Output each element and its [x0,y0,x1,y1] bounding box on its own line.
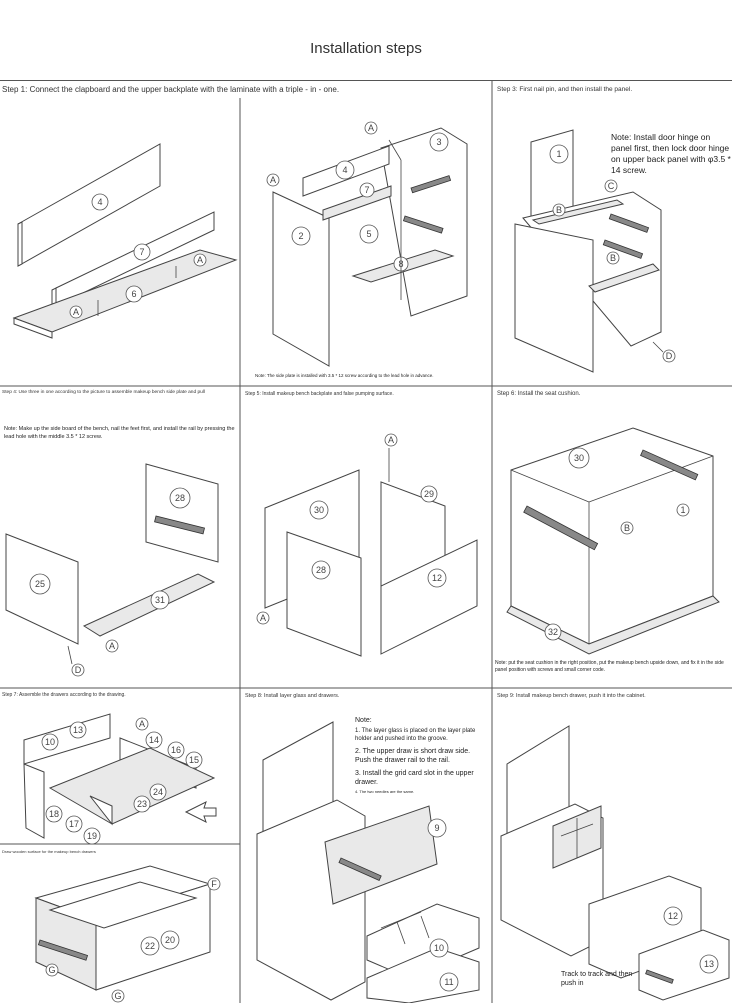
part-label: A [197,255,203,265]
part-label: 31 [155,595,165,605]
part-label: C [608,181,615,191]
part-label: 22 [145,941,155,951]
step3-illustration: 1 B C B D [514,129,676,373]
instruction-grid: Step 1: Connect the clapboard and the up… [0,80,732,1003]
note-line: 1. The layer glass is placed on the laye… [355,728,476,742]
part-label: A [139,719,145,729]
part-label: B [556,205,562,215]
step2-illustration: 2 3 4 7 5 8 A A [266,121,468,367]
part-label: A [109,641,115,651]
part-label: 7 [364,185,369,195]
step7-panel: 13 A 14 16 15 10 18 17 24 23 19 [0,708,240,844]
part-label: 15 [189,755,199,765]
part-label: 16 [171,745,181,755]
step7b-illustration: 22 20 F G G [34,865,221,1003]
step8-illustration: 9 10 11 [256,721,480,1003]
part-label: 11 [444,977,453,987]
part-label: 13 [73,725,83,735]
part-label: 1 [556,149,561,159]
part-label: F [211,879,217,889]
step8-notes: Note: 1. The layer glass is placed on th… [355,716,487,794]
step7-illustration: 13 A 14 16 15 10 18 17 24 23 19 [23,713,217,844]
note-line: 3. Install the grid card slot in the upp… [355,770,474,786]
step6-panel: 30 1 B 32 [493,410,732,656]
part-label: 6 [131,289,136,299]
step1-illustration: 4 7 6 A A [12,143,238,339]
part-label: A [260,613,266,623]
part-label: 29 [424,489,434,499]
note-line: Note: [355,717,372,724]
step2-panel: 2 3 4 7 5 8 A A Note: The side plate is … [241,100,491,386]
step8-panel: 9 10 11 [241,708,491,1003]
part-label: A [368,123,374,133]
part-label: 19 [87,831,97,841]
part-label: 30 [574,453,584,463]
step8-caption: Step 8: Install layer glass and drawers. [245,693,340,699]
part-label: 5 [366,229,371,239]
part-label: 3 [436,137,441,147]
step1-panel: 4 7 6 A A [0,100,240,386]
step4-illustration: 25 28 31 A D [5,463,219,677]
part-label: B [610,253,616,263]
step9-panel: 12 13 Track to track and then push in [493,708,732,1003]
part-label: 4 [342,165,347,175]
part-label: G [114,991,121,1001]
step7-caption-2: Draw wooden surface for the makeup bench… [2,849,96,854]
step1-caption: Step 1: Connect the clapboard and the up… [2,85,340,94]
part-label: 28 [316,565,326,575]
part-label: G [48,965,55,975]
step5-panel: 30 29 28 12 A A [241,410,491,688]
step9-caption: Step 9: Install makeup bench drawer, pus… [497,693,646,699]
part-label: 17 [69,819,79,829]
part-label: 10 [45,737,55,747]
part-label: 2 [298,231,303,241]
step6-note: Note: put the seat cushion in the right … [495,660,724,673]
part-label: A [270,175,276,185]
note-line: 4. The two needles are the same. [355,789,415,794]
step9-illustration: 12 13 [500,725,730,1001]
step4-note: Note: Make up the side board of the benc… [4,426,235,440]
step9-note: Track to track and then push in [561,971,633,987]
part-label: 18 [49,809,59,819]
step3-panel: 1 B C B D Note: Install door hinge on pa… [493,100,732,386]
part-label: 32 [548,627,558,637]
step4-caption: Step 4: Use three in one according to th… [2,390,205,395]
part-label: 9 [434,823,439,833]
step7-caption: Step 7: Assemble the drawers according t… [2,692,126,698]
part-label: 20 [165,935,175,945]
part-label: 14 [149,735,159,745]
part-label: 13 [704,959,714,969]
step6-illustration: 30 1 B 32 [506,427,720,655]
part-label: 28 [175,493,185,503]
part-label: 23 [137,799,147,809]
step7b-panel: 22 20 F G G [0,858,240,1003]
part-label: 12 [668,911,678,921]
step3-caption: Step 3: First nail pin, and then install… [497,86,633,93]
part-label: A [73,307,79,317]
part-label: 24 [153,787,163,797]
step5-illustration: 30 29 28 12 A A [256,433,478,657]
page-title: Installation steps [310,40,422,57]
step6-caption: Step 6: Install the seat cushion. [497,391,581,397]
part-label: 10 [434,943,444,953]
part-label: 4 [97,197,102,207]
part-label: B [624,523,630,533]
part-label: 7 [139,247,144,257]
part-label: 25 [35,579,45,589]
part-label: A [388,435,394,445]
step5-caption: Step 5: Install makeup bench backplate a… [245,391,394,397]
part-label: 30 [314,505,324,515]
note-line: 2. The upper draw is short draw side. Pu… [355,748,471,764]
step3-note: Note: Install door hinge on panel first,… [611,132,731,175]
step2-note: Note: The side plate is installed with 3… [255,373,434,378]
part-label: D [666,351,673,361]
step4-panel: 25 28 31 A D [0,450,240,688]
part-label: 12 [432,573,442,583]
part-label: 1 [680,505,685,515]
part-label: D [75,665,82,675]
grid-lines [0,80,732,1003]
